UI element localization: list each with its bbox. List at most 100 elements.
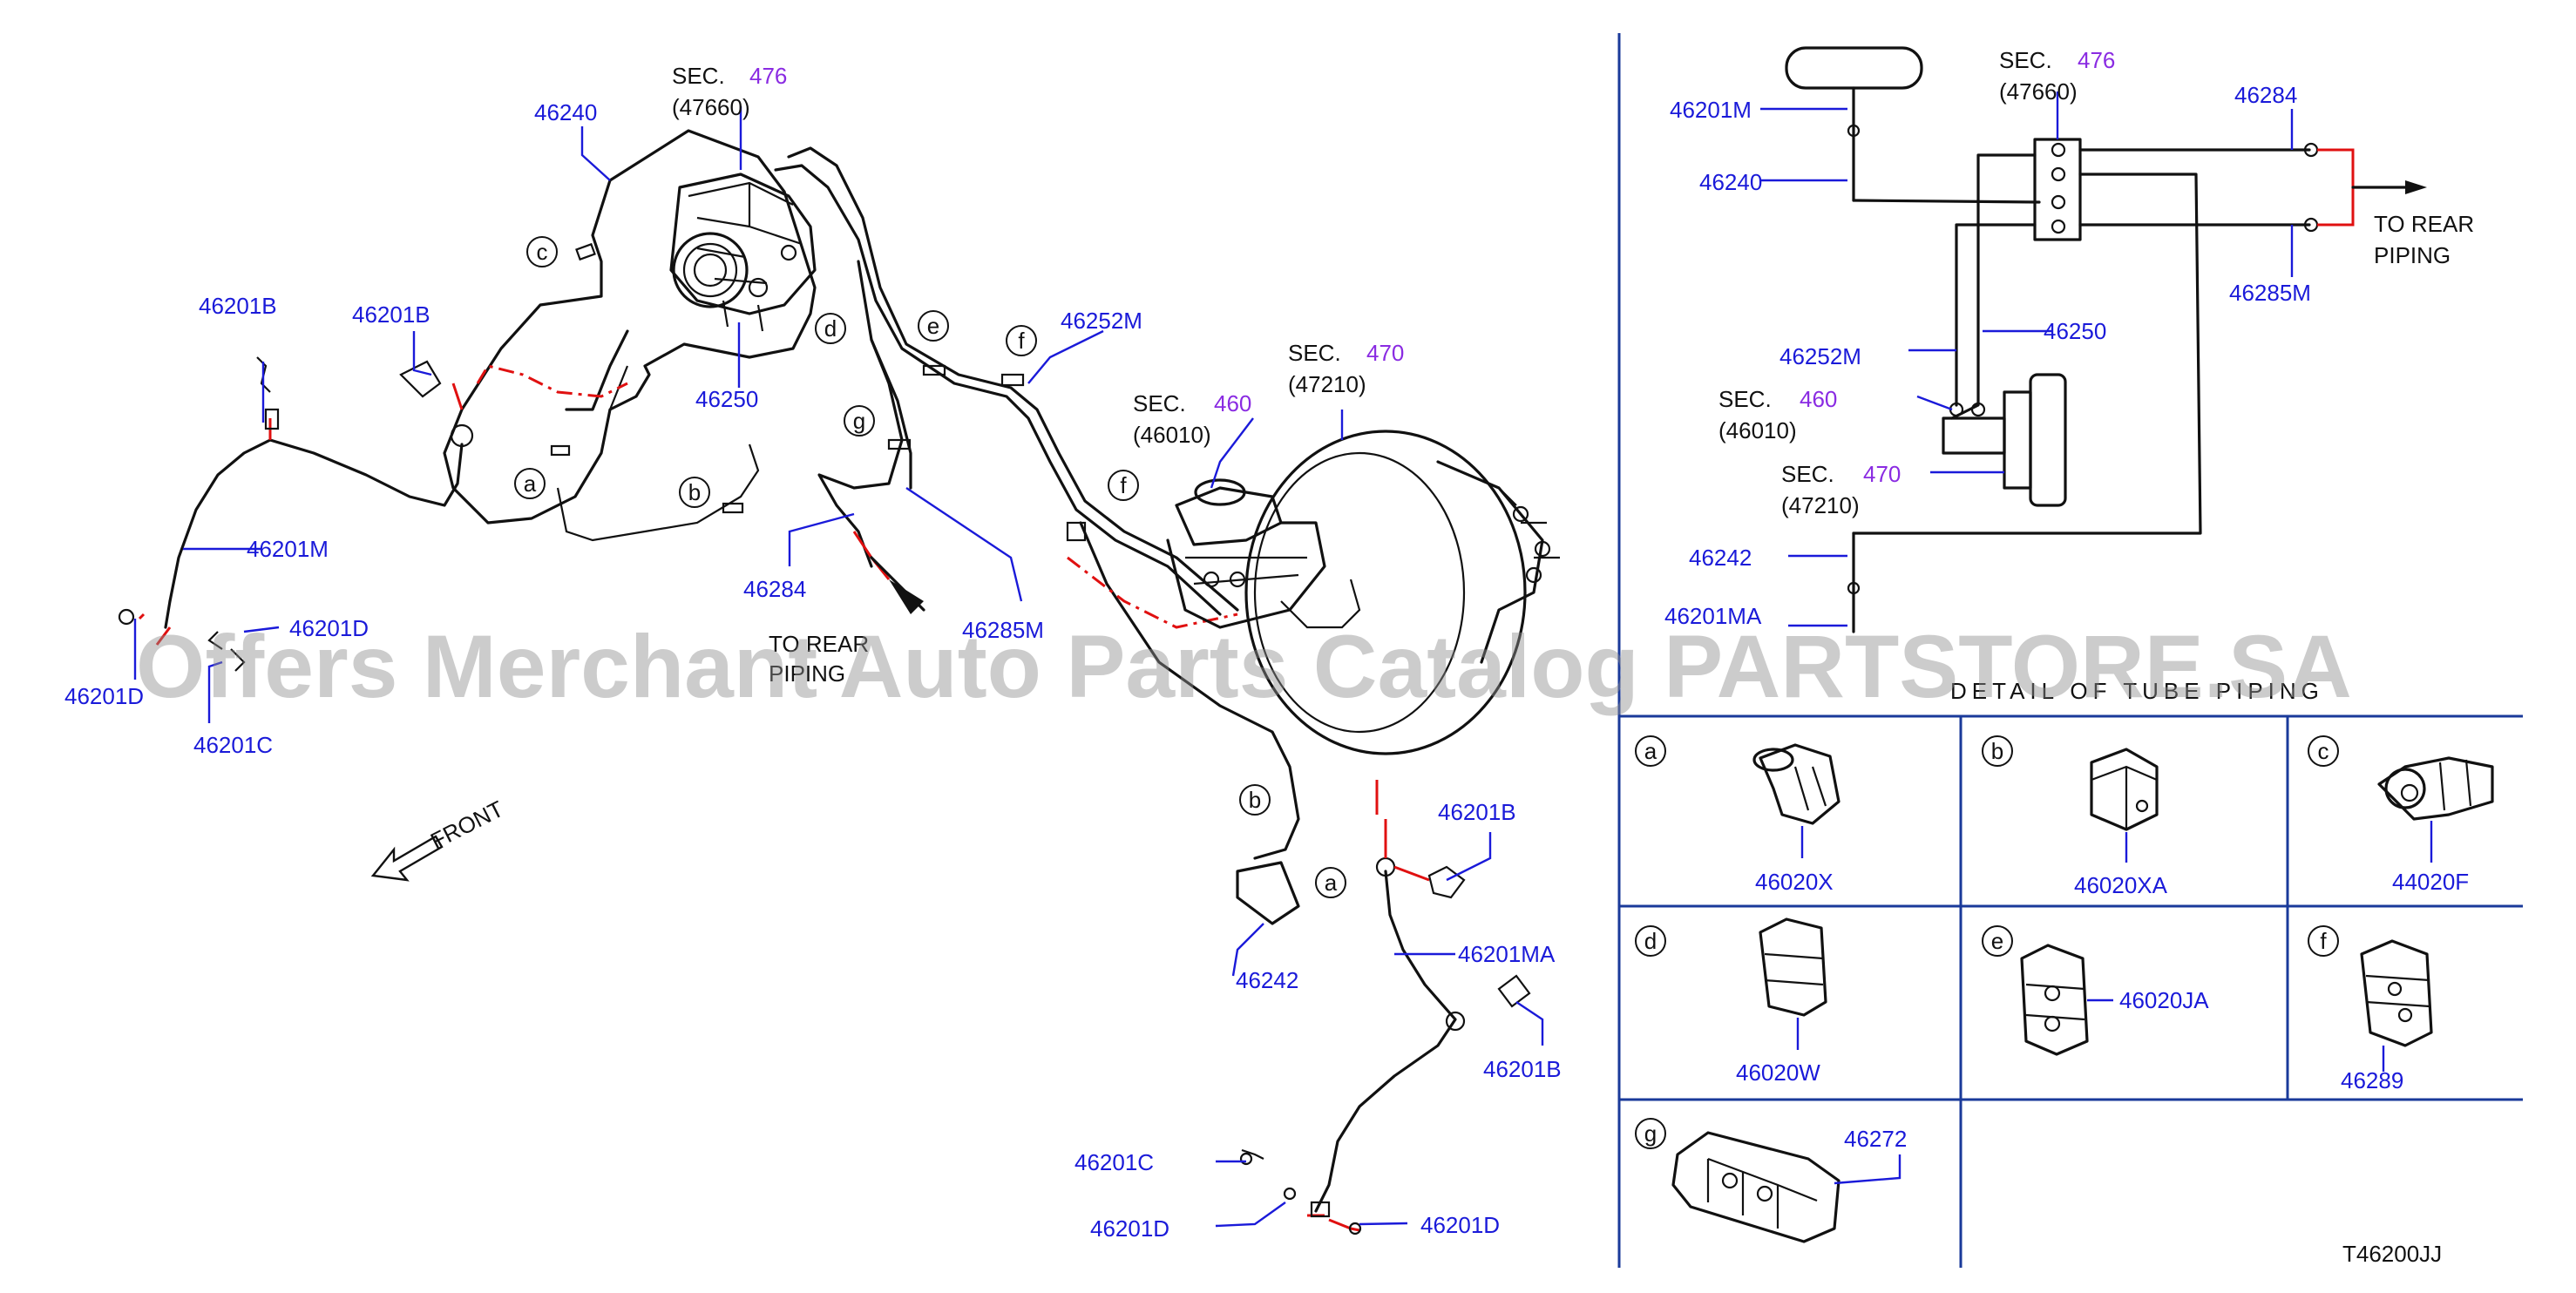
abs-actuator: [669, 173, 817, 332]
main-labels: 46240 SEC. 476 (47660) 46201B 46201B 462…: [64, 63, 1562, 1242]
detail-cell-d: d 46020W: [1635, 917, 1827, 1086]
piping-schematic: 46201M 46240 SEC. 476 (47660) 46284 TO R…: [1664, 46, 2474, 633]
connector-dashed-rear: [852, 531, 891, 580]
label-46240: 46240: [534, 99, 597, 125]
label-46201C-1: 46201C: [193, 732, 273, 758]
detail-title: DETAIL OF TUBE PIPING: [1950, 678, 2324, 704]
clip-46020XA-icon: [2090, 748, 2159, 831]
front-direction-arrow: FRONT: [370, 795, 508, 882]
detail-cell-e: e 46020JA: [1982, 925, 2209, 1056]
svg-text:c: c: [2318, 738, 2329, 764]
svg-text:476: 476: [2078, 47, 2115, 73]
brake-pipe-46250: [774, 164, 1222, 616]
svg-text:d: d: [824, 315, 837, 342]
clip-marker-a1: a: [514, 468, 546, 499]
label-sec470-main: SEC.: [1288, 340, 1341, 366]
label-46284: 46284: [743, 576, 806, 602]
svg-text:FRONT: FRONT: [426, 795, 508, 854]
label-46201B-3: 46201B: [1438, 799, 1516, 825]
detail-of-tube-piping: DETAIL OF TUBE PIPING a 46020X b 46020XA: [1619, 678, 2523, 1268]
svg-text:(47210): (47210): [1781, 492, 1860, 518]
svg-text:460: 460: [1800, 386, 1837, 412]
label-46201D-4: 46201D: [1420, 1212, 1500, 1238]
label-46201M: 46201M: [247, 536, 329, 562]
svg-text:476: 476: [749, 63, 787, 89]
label-46242: 46242: [1236, 967, 1298, 993]
label-46201C-2: 46201C: [1074, 1149, 1154, 1175]
hose-red-fitting-left: [138, 382, 464, 646]
label-to-rear-main-2: PIPING: [769, 660, 845, 687]
label-46201B-4: 46201B: [1483, 1056, 1562, 1082]
svg-text:c: c: [537, 239, 548, 265]
label-to-rear-main-1: TO REAR: [769, 631, 869, 657]
detail-cell-a: a 46020X: [1635, 735, 1840, 895]
clip-46020W-icon: [1759, 917, 1827, 1017]
label-sch-46285M: 46285M: [2229, 280, 2311, 306]
clip-marker-c1: c: [526, 236, 558, 267]
svg-text:f: f: [1018, 328, 1025, 354]
clip-marker-b2: b: [1239, 784, 1271, 816]
svg-text:e: e: [927, 313, 939, 339]
detail-cell-c: c 44020F: [2308, 735, 2494, 895]
booster-symbol: [2029, 373, 2067, 507]
label-sec476-main: SEC.: [672, 63, 725, 89]
svg-text:a: a: [1325, 870, 1338, 896]
svg-text:g: g: [853, 408, 865, 434]
svg-text:a: a: [1644, 738, 1657, 764]
label-sch-46250: 46250: [2044, 318, 2106, 344]
detail-part-46289: 46289: [2341, 1067, 2403, 1093]
clip-marker-b1: b: [679, 477, 710, 508]
clip-marker-f2: f: [1108, 470, 1139, 501]
label-46201D-1: 46201D: [64, 683, 144, 709]
brake-hose-46201MA: [1314, 870, 1457, 1213]
svg-text:d: d: [1644, 928, 1657, 954]
label-46201MA: 46201MA: [1458, 941, 1556, 967]
clip-46272-icon: [1671, 1131, 1840, 1243]
detail-part-46020W: 46020W: [1736, 1059, 1820, 1086]
clip-44020F-icon: [2377, 756, 2494, 821]
label-sch-46242: 46242: [1689, 545, 1752, 571]
label-46252M: 46252M: [1061, 308, 1142, 334]
abs-bracket-outline: [443, 129, 817, 525]
svg-text:b: b: [688, 479, 701, 505]
connector-dashed-left: [476, 364, 628, 398]
label-sch-sec476: SEC.: [1999, 47, 2052, 73]
svg-text:(47660): (47660): [672, 94, 750, 120]
brake-booster: [1244, 430, 1560, 755]
label-sch-sec460: SEC.: [1718, 386, 1772, 412]
svg-text:b: b: [1991, 738, 2003, 764]
svg-text:f: f: [1120, 472, 1127, 498]
clip-46020X-icon: [1759, 743, 1840, 825]
diagram-code: T46200JJ: [2342, 1241, 2442, 1267]
detail-part-46272: 46272: [1844, 1126, 1907, 1152]
label-46285M: 46285M: [962, 617, 1044, 643]
label-46201D-3: 46201D: [1090, 1215, 1169, 1242]
clip-marker-e1: e: [918, 310, 949, 342]
label-46250: 46250: [695, 386, 758, 412]
actuator-symbol: [2033, 138, 2082, 241]
label-46201D-2: 46201D: [289, 615, 369, 641]
svg-text:470: 470: [1366, 340, 1404, 366]
label-sch-sec470: SEC.: [1781, 461, 1834, 487]
svg-text:b: b: [1249, 787, 1261, 813]
master-cylinder-symbol: [1942, 416, 2006, 455]
detail-cell-g: g 46272: [1635, 1118, 1907, 1243]
svg-text:(46010): (46010): [1133, 422, 1211, 448]
detail-cell-b: b 46020XA: [1982, 735, 2168, 898]
svg-text:(46010): (46010): [1718, 417, 1797, 443]
brake-pipe-front-right: [1079, 521, 1300, 860]
clip-marker-g1: g: [844, 405, 875, 437]
clip-marker-f1: f: [1006, 325, 1037, 356]
label-sch-to-rear-2: PIPING: [2374, 242, 2451, 268]
svg-text:e: e: [1991, 928, 2003, 954]
clip-marker-a2: a: [1315, 867, 1346, 898]
main-assembly: a b c d e f g f b a: [118, 106, 1560, 1235]
clip-marker-d1: d: [815, 313, 846, 344]
svg-text:a: a: [524, 470, 537, 497]
label-sch-46252M: 46252M: [1779, 343, 1861, 369]
brake-pipe-46284: [870, 338, 912, 490]
to-rear-arrow-main: [889, 579, 924, 614]
svg-text:(47210): (47210): [1288, 371, 1366, 397]
label-sec460-main: SEC.: [1133, 390, 1186, 416]
detail-part-46020JA: 46020JA: [2119, 987, 2209, 1013]
